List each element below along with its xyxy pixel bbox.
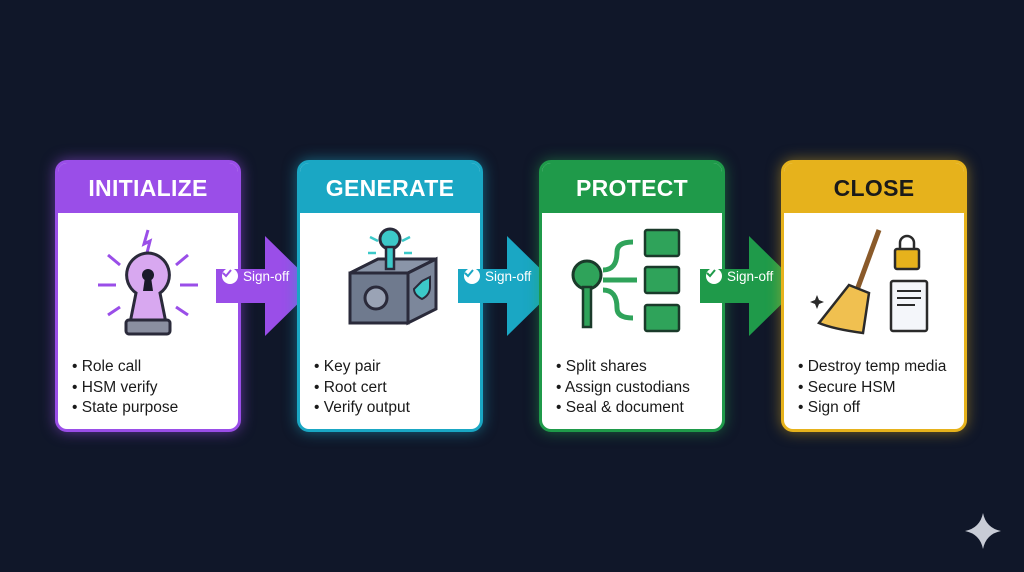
task-item: Sign off: [798, 398, 946, 419]
task-item: Assign custodians: [556, 378, 690, 399]
stage-title: CLOSE: [784, 163, 964, 213]
arrow-shape-icon: [700, 236, 800, 336]
task-list: Destroy temp media Secure HSM Sign off: [798, 357, 947, 419]
sign-off-badge: Sign-off: [464, 268, 531, 284]
task-item: HSM verify: [72, 378, 178, 399]
safe-key-icon: [300, 225, 480, 345]
sign-off-arrow: Sign-off: [216, 236, 316, 336]
sign-off-badge: Sign-off: [706, 268, 773, 284]
task-item: Root cert: [314, 378, 410, 399]
task-item: Verify output: [314, 398, 410, 419]
task-item: Seal & document: [556, 398, 690, 419]
sign-off-label: Sign-off: [485, 268, 532, 284]
stage-title: PROTECT: [542, 163, 722, 213]
key-split-icon: [542, 225, 722, 345]
stage-title: INITIALIZE: [58, 163, 238, 213]
task-item: Key pair: [314, 357, 410, 378]
stage-card-protect: PROTECT Split shares Assign custodians S…: [539, 160, 725, 432]
broom-document-icon: [784, 225, 964, 345]
sign-off-arrow: Sign-off: [458, 236, 558, 336]
check-circle-icon: [706, 268, 722, 284]
task-item: Destroy temp media: [798, 357, 947, 378]
sign-off-label: Sign-off: [727, 268, 774, 284]
keyhole-icon: [58, 225, 238, 345]
stage-card-close: CLOSE Destroy temp media Secure HSM Sign…: [781, 160, 967, 432]
sparkle-icon: [964, 512, 1002, 555]
task-item: Split shares: [556, 357, 690, 378]
check-circle-icon: [222, 268, 238, 284]
task-list: Role call HSM verify State purpose: [72, 357, 179, 419]
stage-card-generate: GENERATE Key pair Root cert Verify outpu…: [297, 160, 483, 432]
task-item: State purpose: [72, 398, 179, 419]
task-item: Role call: [72, 357, 178, 378]
sign-off-arrow: Sign-off: [700, 236, 800, 336]
sign-off-badge: Sign-off: [222, 268, 289, 284]
stage-card-initialize: INITIALIZE Role call HSM verify State pu…: [55, 160, 241, 432]
task-list: Split shares Assign custodians Seal & do…: [556, 357, 690, 419]
check-circle-icon: [464, 268, 480, 284]
task-item: Secure HSM: [798, 378, 946, 399]
stage-title: GENERATE: [300, 163, 480, 213]
sign-off-label: Sign-off: [243, 268, 290, 284]
arrow-shape-icon: [216, 236, 316, 336]
task-list: Key pair Root cert Verify output: [314, 357, 410, 419]
